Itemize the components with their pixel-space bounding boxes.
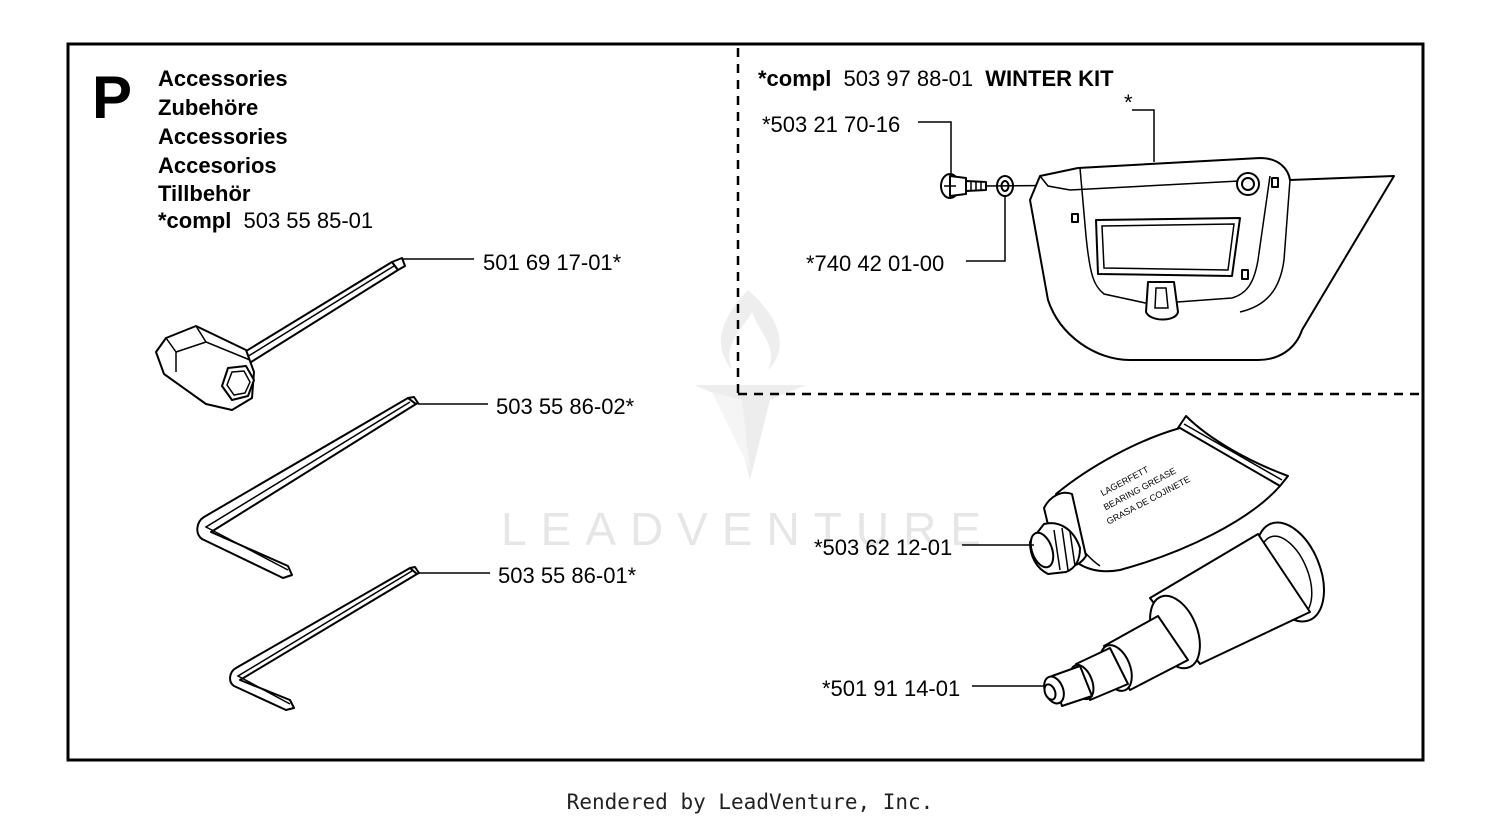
label-hex-key-large: 503 55 86-02*: [496, 394, 635, 419]
watermark-text: LEADVENTURE: [501, 503, 995, 555]
section-heading: P Accessories Zubehöre Accessories Acces…: [92, 64, 373, 233]
cover-leader: [1132, 109, 1155, 162]
winter-kit-name: WINTER KIT: [985, 66, 1114, 91]
watermark-flame-logo: [694, 290, 806, 480]
label-washer: *740 42 01-00: [806, 251, 944, 276]
winter-cover-drawing: [1029, 157, 1395, 361]
label-cover-star: *: [1124, 90, 1133, 115]
frame: [66, 42, 1425, 762]
watermark: LEADVENTURE: [501, 290, 995, 555]
section-compl: *compl 503 55 85-01: [158, 208, 373, 233]
section-letter: P: [92, 64, 132, 131]
footer-credit: Rendered by LeadVenture, Inc.: [567, 790, 934, 814]
washer-leader: [966, 196, 1006, 262]
screw-drawing: [940, 173, 987, 199]
title-swedish: Tillbehör: [158, 181, 251, 206]
title-french: Accessories: [158, 124, 288, 149]
section-compl-prefix: *compl: [158, 208, 231, 233]
grease-tube-drawing: LAGERFETT BEARING GREASE GRASA DE COJINE…: [1029, 415, 1289, 575]
grease-tool-drawing: [1043, 521, 1325, 707]
title-german: Zubehöre: [158, 95, 258, 120]
hex-key-small-drawing: [229, 566, 420, 711]
hex-key-large-drawing: [196, 396, 419, 579]
title-spanish: Accesorios: [158, 153, 277, 178]
winter-kit-compl-number: 503 97 88-01: [843, 66, 973, 91]
label-tool: *501 91 14-01: [822, 676, 960, 701]
winter-kit-compl-prefix: *compl: [758, 66, 831, 91]
winter-kit-heading: *compl 503 97 88-01 WINTER KIT: [758, 66, 1114, 91]
label-grease: *503 62 12-01: [814, 535, 952, 560]
title-english: Accessories: [158, 66, 288, 91]
winter-kit-title: *compl 503 97 88-01 WINTER KIT: [758, 66, 1114, 91]
section-compl-number: 503 55 85-01: [243, 208, 373, 233]
screw-leader: [918, 121, 952, 176]
label-plug-wrench: 501 69 17-01*: [483, 250, 622, 275]
label-screw: *503 21 70-16: [762, 112, 900, 137]
label-hex-key-small: 503 55 86-01*: [498, 563, 637, 588]
spark-plug-wrench-drawing: [155, 257, 406, 411]
